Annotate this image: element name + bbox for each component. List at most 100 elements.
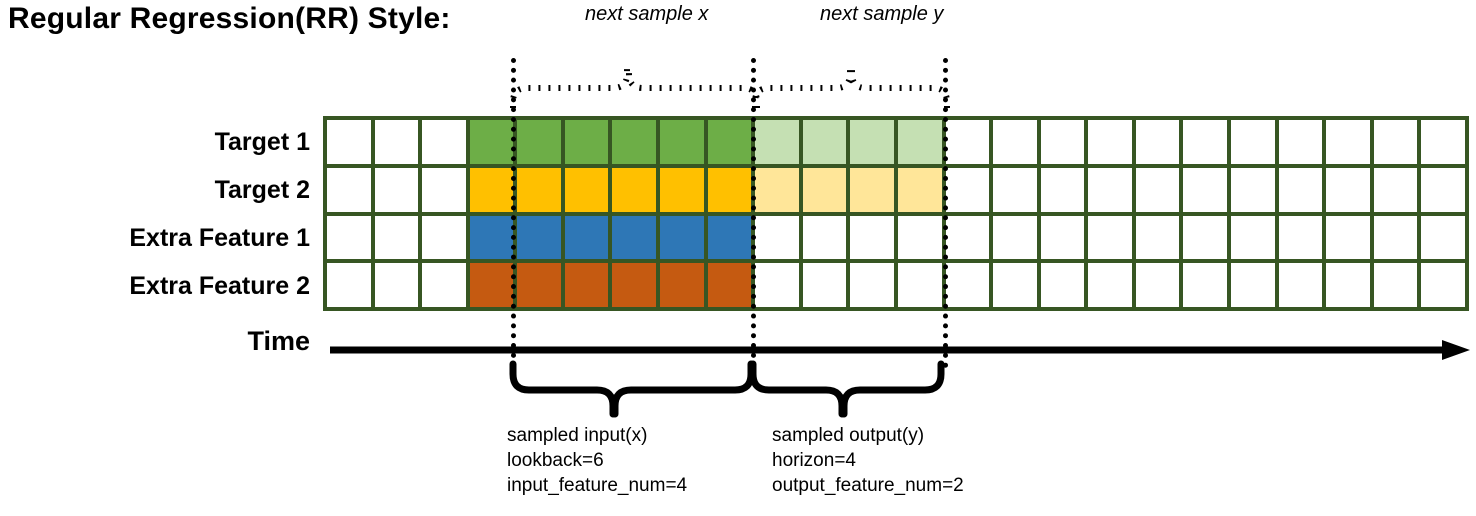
grid-cell bbox=[1326, 167, 1370, 212]
grid-cell bbox=[1373, 167, 1418, 212]
grid-cell bbox=[1088, 120, 1132, 164]
grid-cell bbox=[1421, 263, 1465, 307]
annotation-next-sample-x: next sample x bbox=[585, 3, 709, 25]
grid-cell bbox=[1231, 120, 1275, 164]
row-label-target-2: Target 2 bbox=[214, 176, 310, 204]
grid-cell bbox=[1135, 167, 1180, 212]
grid-cell bbox=[1231, 215, 1275, 260]
grid-cell bbox=[327, 215, 371, 260]
grid-cell bbox=[707, 263, 752, 307]
grid-cell bbox=[517, 263, 561, 307]
grid-cell bbox=[850, 167, 894, 212]
grid-cell bbox=[327, 167, 371, 212]
brace-sampled-input bbox=[455, 360, 765, 424]
time-axis-arrow bbox=[330, 340, 1470, 360]
grid-cell bbox=[612, 215, 657, 260]
grid-cell bbox=[374, 120, 419, 164]
grid-cell bbox=[327, 120, 371, 164]
grid-cell bbox=[897, 167, 942, 212]
grid-cell bbox=[564, 215, 609, 260]
grid-cell bbox=[1183, 215, 1228, 260]
grid-cell bbox=[1373, 215, 1418, 260]
grid-cell bbox=[802, 263, 847, 307]
caption-output-line-1: sampled output(y) bbox=[772, 425, 925, 446]
grid-cell bbox=[1088, 167, 1132, 212]
grid-cell bbox=[374, 263, 419, 307]
grid-cell bbox=[1183, 263, 1228, 307]
grid-cell bbox=[802, 215, 847, 260]
grid-cell bbox=[993, 167, 1037, 212]
grid-cell bbox=[1088, 215, 1132, 260]
grid-cell bbox=[1231, 263, 1275, 307]
row-label-extra-feature-1: Extra Feature 1 bbox=[129, 224, 310, 252]
grid-cell bbox=[469, 215, 514, 260]
grid-cell bbox=[1183, 167, 1228, 212]
dotted-brace-output bbox=[750, 30, 955, 120]
grid-cell bbox=[802, 167, 847, 212]
row-label-extra-feature-2: Extra Feature 2 bbox=[129, 272, 310, 300]
grid-cell bbox=[374, 215, 419, 260]
grid-cell bbox=[1135, 120, 1180, 164]
grid-cell bbox=[755, 167, 799, 212]
grid-cell bbox=[945, 167, 990, 212]
grid-cell bbox=[1278, 167, 1323, 212]
grid-cell bbox=[422, 167, 466, 212]
grid-cell bbox=[1135, 263, 1180, 307]
grid-cell bbox=[1231, 167, 1275, 212]
grid-cell bbox=[660, 167, 704, 212]
grid-cell bbox=[422, 263, 466, 307]
grid-cell bbox=[612, 263, 657, 307]
annotation-next-sample-y: next sample y bbox=[820, 3, 944, 25]
grid-cell bbox=[1040, 120, 1085, 164]
grid-cell bbox=[612, 167, 657, 212]
grid-cell bbox=[1326, 263, 1370, 307]
grid-cell bbox=[993, 120, 1037, 164]
caption-input-line-3: input_feature_num=4 bbox=[507, 475, 688, 496]
caption-sampled-input: sampled input(x) lookback=6 input_featur… bbox=[507, 423, 687, 498]
grid-cell bbox=[1040, 263, 1085, 307]
grid-cell bbox=[707, 120, 752, 164]
dotted-brace-input bbox=[505, 30, 765, 120]
grid-cell bbox=[517, 120, 561, 164]
grid-cell bbox=[993, 215, 1037, 260]
grid-cell bbox=[422, 215, 466, 260]
grid-cell bbox=[422, 120, 466, 164]
grid-cell bbox=[802, 120, 847, 164]
caption-input-line-2: lookback=6 bbox=[507, 450, 604, 471]
grid-cell bbox=[945, 263, 990, 307]
brace-sampled-output bbox=[749, 360, 960, 424]
grid-cell bbox=[707, 215, 752, 260]
grid-cell bbox=[993, 263, 1037, 307]
grid-cell bbox=[564, 120, 609, 164]
grid-cell bbox=[1373, 263, 1418, 307]
caption-sampled-output: sampled output(y) horizon=4 output_featu… bbox=[772, 423, 964, 498]
grid-cell bbox=[1373, 120, 1418, 164]
grid-cell bbox=[945, 215, 990, 260]
caption-output-line-3: output_feature_num=2 bbox=[772, 475, 964, 496]
grid-cell bbox=[897, 120, 942, 164]
grid-cell bbox=[707, 167, 752, 212]
grid-cell bbox=[517, 215, 561, 260]
grid-cell bbox=[1278, 120, 1323, 164]
grid-cell bbox=[1088, 263, 1132, 307]
grid-cell bbox=[897, 215, 942, 260]
grid-cell bbox=[1278, 215, 1323, 260]
row-label-target-1: Target 1 bbox=[214, 128, 310, 156]
grid-cell bbox=[564, 167, 609, 212]
grid-cell bbox=[945, 120, 990, 164]
caption-input-line-1: sampled input(x) bbox=[507, 425, 648, 446]
timeseries-grid bbox=[323, 116, 1469, 311]
grid-cell bbox=[1326, 120, 1370, 164]
right-arrow-icon bbox=[1442, 340, 1470, 360]
grid-cell bbox=[327, 263, 371, 307]
guide-line-output-end bbox=[943, 58, 948, 368]
grid-cell bbox=[897, 263, 942, 307]
grid-cell bbox=[1421, 215, 1465, 260]
grid-cell bbox=[469, 120, 514, 164]
grid-cell bbox=[1135, 215, 1180, 260]
grid-cell bbox=[755, 263, 799, 307]
grid-cell bbox=[517, 167, 561, 212]
grid-cell bbox=[469, 167, 514, 212]
page-title: Regular Regression(RR) Style: bbox=[8, 2, 451, 35]
grid-cell bbox=[755, 120, 799, 164]
